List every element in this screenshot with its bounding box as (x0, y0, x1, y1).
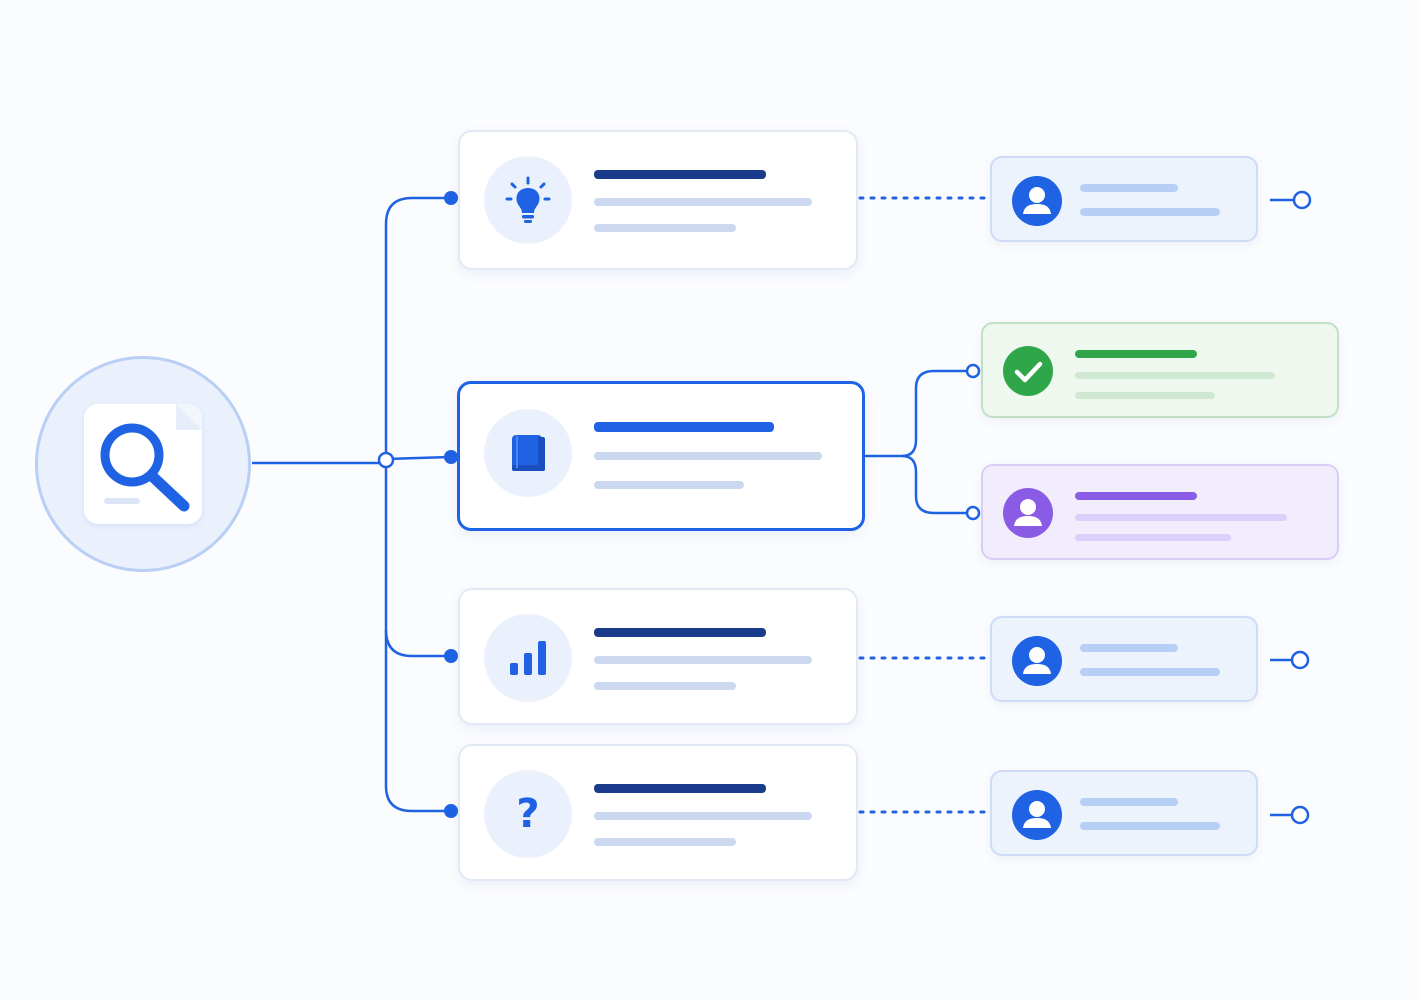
icon-bubble (484, 409, 572, 497)
magnifier-document-icon (84, 404, 202, 524)
text-bar (1080, 184, 1178, 192)
exit-port-4 (1290, 805, 1310, 825)
icon-bubble: ? (484, 770, 572, 858)
result-card-success[interactable] (981, 322, 1339, 418)
result-card-1[interactable] (990, 156, 1258, 242)
text-bar (1080, 644, 1178, 652)
branch-card-book[interactable] (457, 381, 865, 531)
text-bar (594, 838, 736, 846)
text-bar (1080, 822, 1220, 830)
text-bar (1075, 534, 1231, 541)
text-bar (1075, 372, 1275, 379)
branch-card-chart[interactable] (458, 588, 858, 725)
bar-chart-icon (510, 641, 546, 675)
branch-curve-4 (384, 785, 450, 813)
text-bar (594, 224, 736, 232)
text-bar (1075, 392, 1215, 399)
text-bar (1075, 514, 1287, 521)
result-card-4[interactable] (990, 770, 1258, 856)
branch-line-2 (385, 455, 451, 461)
branch-card-question[interactable]: ? (458, 744, 858, 881)
result-card-violet[interactable] (981, 464, 1339, 560)
title-bar (594, 422, 774, 432)
person-icon (1012, 176, 1062, 226)
text-bar (594, 481, 744, 489)
text-bar (594, 656, 812, 664)
check-circle-icon (1003, 346, 1053, 396)
title-bar (594, 628, 766, 637)
text-bar (1080, 208, 1220, 216)
magnifier-icon (100, 423, 190, 512)
split-port-down (965, 505, 981, 521)
exit-port-3 (1290, 650, 1310, 670)
title-bar (1075, 350, 1197, 358)
branch-dot-4 (444, 804, 458, 818)
text-bar (594, 198, 812, 206)
text-bar (1080, 668, 1220, 676)
text-bar (594, 452, 822, 460)
person-icon (1003, 488, 1053, 538)
title-bar (594, 784, 766, 793)
question-mark-icon: ? (516, 791, 540, 837)
book-icon (512, 435, 545, 471)
text-bar (1080, 798, 1178, 806)
split-connector-up (864, 369, 967, 458)
split-port-up (965, 363, 981, 379)
title-bar (594, 170, 766, 179)
text-bar (594, 682, 736, 690)
branch-card-idea[interactable] (458, 130, 858, 270)
split-connector-down (901, 454, 967, 515)
title-bar (1075, 492, 1197, 500)
branch-dot-3 (444, 649, 458, 663)
result-card-3[interactable] (990, 616, 1258, 702)
branch-dot-2 (444, 450, 458, 464)
branch-curve-1 (384, 196, 450, 225)
person-icon (1012, 636, 1062, 686)
icon-bubble (484, 156, 572, 244)
exit-port-1 (1292, 190, 1312, 210)
junction-node (377, 451, 395, 469)
text-bar (594, 812, 812, 820)
person-icon (1012, 790, 1062, 840)
lightbulb-icon (505, 176, 551, 223)
branch-curve-3 (384, 629, 450, 658)
icon-bubble (484, 614, 572, 702)
branch-dot-1 (444, 191, 458, 205)
